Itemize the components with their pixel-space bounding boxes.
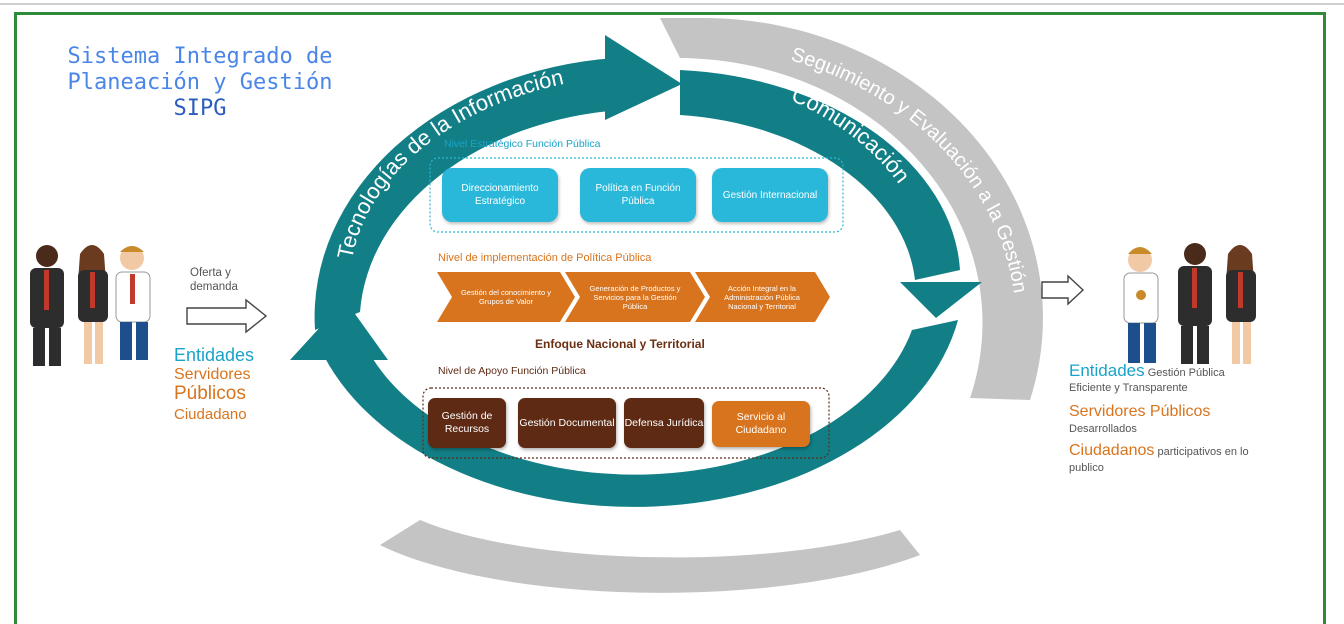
estrategico-item-3: Gestión Internacional [712,168,828,222]
implementacion-label: Nivel de implementación de Política Públ… [438,252,652,264]
estrategico-item-2: Política en Función Pública [580,168,696,222]
evaluacion-band [380,520,920,593]
left-servidores: Servidores [174,366,251,383]
left-people-illustration [30,245,151,366]
apoyo-item-3: Defensa Jurídica [624,398,704,448]
left-publicos: Públicos [174,383,246,404]
left-entidades: Entidades [174,345,255,365]
comunicacion-arrow-head [900,282,982,318]
tecnologias-arrow-head [605,35,682,120]
left-flow-arrow [186,298,268,334]
right-people-illustration [1123,243,1256,364]
implementacion-chevron-3 [695,272,830,322]
title-line-3: SIPG [173,96,227,121]
diagram-frame [14,12,1326,624]
right-ciudadanos-desc: participativos en lo publico [1069,446,1249,474]
oferta-label: Oferta y demanda [190,267,238,293]
estrategico-item-1: Direccionamiento Estratégico [442,168,558,222]
title-line-1: Sistema Integrado de [67,44,333,69]
estrategico-label: Nivel Estratégico Función Pública [444,138,601,150]
right-entidades: Entidades [1069,361,1145,380]
seguimiento-band [660,17,1043,400]
implementacion-chevron-1 [437,272,575,322]
right-flow-arrow [1041,274,1085,306]
right-servidores: Servidores Públicos [1069,403,1211,420]
apoyo-label: Nivel de Apoyo Función Pública [438,365,586,377]
right-ciudadanos-block: Ciudadanos participativos en lo publico [1069,443,1269,476]
implementacion-item-1: Gestión del conocimiento y Grupos de Val… [460,288,552,306]
talento-band [320,320,958,507]
right-servidores-block: Servidores Públicos Desarrollados [1069,403,1269,437]
top-divider [0,3,1344,5]
right-ciudadanos: Ciudadanos [1069,442,1155,459]
comunicacion-band [680,70,960,280]
diagram-title: Sistema Integrado de Planeación y Gestió… [35,44,365,122]
right-servidores-desc: Desarrollados [1069,423,1137,435]
apoyo-item-4: Servicio al Ciudadano [712,401,810,447]
implementacion-chevron-2 [565,272,705,322]
apoyo-item-1: Gestión de Recursos [428,398,506,448]
left-ciudadano: Ciudadano [174,406,247,423]
apoyo-item-2: Gestión Documental [518,398,616,448]
right-entidades-block: Entidades Gestión Pública Eficiente y Tr… [1069,361,1269,396]
title-line-2: Planeación y Gestión [67,70,333,95]
implementacion-item-3: Acción Integral en la Administración Púb… [724,283,800,311]
apoyo-frame [422,387,830,459]
implementacion-item-2: Generación de Productos y Servicios para… [589,283,681,311]
right-entidades-desc: Gestión Pública Eficiente y Transparente [1069,367,1225,394]
talento-arrow-head [290,300,388,360]
enfoque-label: Enfoque Nacional y Territorial [535,337,705,351]
